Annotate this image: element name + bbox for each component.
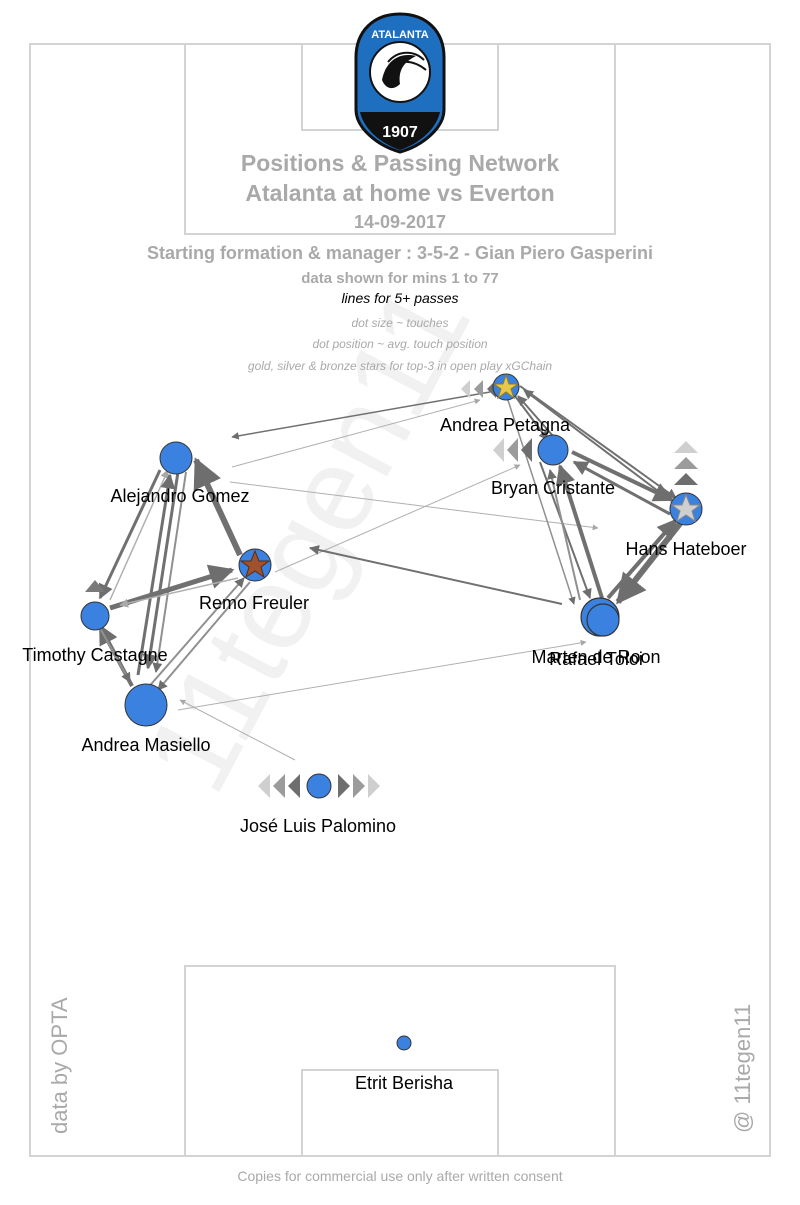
- pass-line: [547, 469, 581, 601]
- formation-text: Starting formation & manager : 3-5-2 - G…: [146, 243, 654, 263]
- pass-line: [571, 450, 674, 502]
- dot-size-note: dot size ~ touches: [351, 316, 449, 330]
- pass-line: [229, 481, 599, 531]
- pass-line: [505, 393, 576, 605]
- minutes-text: data shown for mins 1 to 77: [301, 270, 499, 287]
- badge-name: ATALANTA: [371, 29, 428, 41]
- left-arrow-icon: [288, 774, 300, 798]
- pass-line: [145, 577, 245, 691]
- stars-note: gold, silver & bronze stars for top-3 in…: [247, 359, 553, 373]
- left-arrow-icon: [461, 380, 470, 398]
- up-arrow-icon: [85, 580, 105, 592]
- left-arrow-icon: [474, 380, 483, 398]
- pass-line: [179, 699, 296, 761]
- pass-line: [231, 398, 481, 468]
- pass-line: [98, 469, 162, 600]
- pass-line: [555, 464, 604, 599]
- left-arrow-icon: [493, 438, 504, 462]
- player-label-masiello: Andrea Masiello: [81, 735, 210, 755]
- player-dot-castagne[interactable]: [80, 601, 110, 631]
- title-line-1: Positions & Passing Network: [240, 150, 560, 176]
- lines-note: lines for 5+ passes: [341, 290, 459, 306]
- player-dot-gomez[interactable]: [159, 441, 193, 475]
- up-arrow-icon: [674, 473, 698, 485]
- player-dot-berisha[interactable]: [396, 1035, 412, 1051]
- pass-line: [109, 564, 235, 611]
- player-label-gomez: Alejandro Gomez: [110, 486, 249, 506]
- pass-line: [193, 457, 243, 557]
- up-arrow-icon: [674, 441, 698, 453]
- player-label-freuler: Remo Freuler: [199, 593, 309, 613]
- pass-line: [157, 581, 251, 691]
- pass-line: [606, 518, 678, 600]
- pass-line: [309, 545, 563, 605]
- pass-line: [119, 577, 239, 608]
- pass-line: [99, 627, 131, 683]
- left-arrow-icon: [273, 774, 285, 798]
- left-arrow-icon: [507, 438, 518, 462]
- player-label-hateboer: Hans Hateboer: [625, 539, 746, 559]
- gold-star-icon: [492, 373, 520, 400]
- data-source-text: data by OPTA: [47, 997, 72, 1134]
- pass-line: [152, 471, 187, 673]
- pass-line: [231, 391, 491, 440]
- player-dot-palomino[interactable]: [306, 773, 332, 799]
- bronze-star-icon: [239, 549, 271, 579]
- pass-line: [615, 514, 689, 605]
- bottom-six-yard-box: [301, 1069, 499, 1157]
- player-label-berisha: Etrit Berisha: [355, 1073, 454, 1093]
- pass-line: [519, 385, 677, 499]
- player-dot-cristante[interactable]: [537, 434, 569, 466]
- left-arrow-icon: [258, 774, 270, 798]
- player-dots: [80, 373, 703, 1051]
- pass-line: [136, 473, 176, 676]
- dot-position-note: dot position ~ avg. touch position: [312, 337, 488, 351]
- right-arrow-icon: [353, 774, 365, 798]
- footer-text: Copies for commercial use only after wri…: [237, 1168, 563, 1184]
- left-arrow-icon: [521, 438, 532, 462]
- player-label-petagna: Andrea Petagna: [440, 415, 571, 435]
- pass-line: [539, 461, 592, 599]
- player-label-detoon: Rafael Toloi: [549, 649, 643, 669]
- pass-line: [109, 469, 169, 601]
- up-arrow-icon: [674, 457, 698, 469]
- pass-line: [517, 395, 554, 437]
- pass-line: [572, 460, 671, 516]
- right-arrow-icon: [368, 774, 380, 798]
- match-date: 14-09-2017: [353, 212, 447, 232]
- player-label-castagne: Timothy Castagne: [22, 645, 167, 665]
- player-label-palomino: José Luis Palomino: [240, 816, 396, 836]
- player-label-cristante: Bryan Cristante: [491, 478, 615, 498]
- badge-year: 1907: [382, 124, 418, 141]
- pass-line: [523, 389, 671, 501]
- right-arrow-icon: [338, 774, 350, 798]
- player-dot-masiello[interactable]: [124, 683, 168, 727]
- pass-line: [142, 471, 180, 670]
- pass-line: [177, 639, 587, 711]
- title-line-2: Atalanta at home vs Everton: [245, 180, 555, 206]
- bottom-penalty-box: [184, 965, 616, 1157]
- silver-star-icon: [670, 493, 702, 523]
- pass-lines: [98, 385, 689, 761]
- player-label-deroon: Marten de Roon: [531, 647, 660, 667]
- atalanta-badge-icon: ATALANTA 1907: [354, 12, 446, 154]
- player-dot-deroon[interactable]: [586, 603, 620, 637]
- author-handle-text: @ 11tegen11: [730, 1003, 755, 1133]
